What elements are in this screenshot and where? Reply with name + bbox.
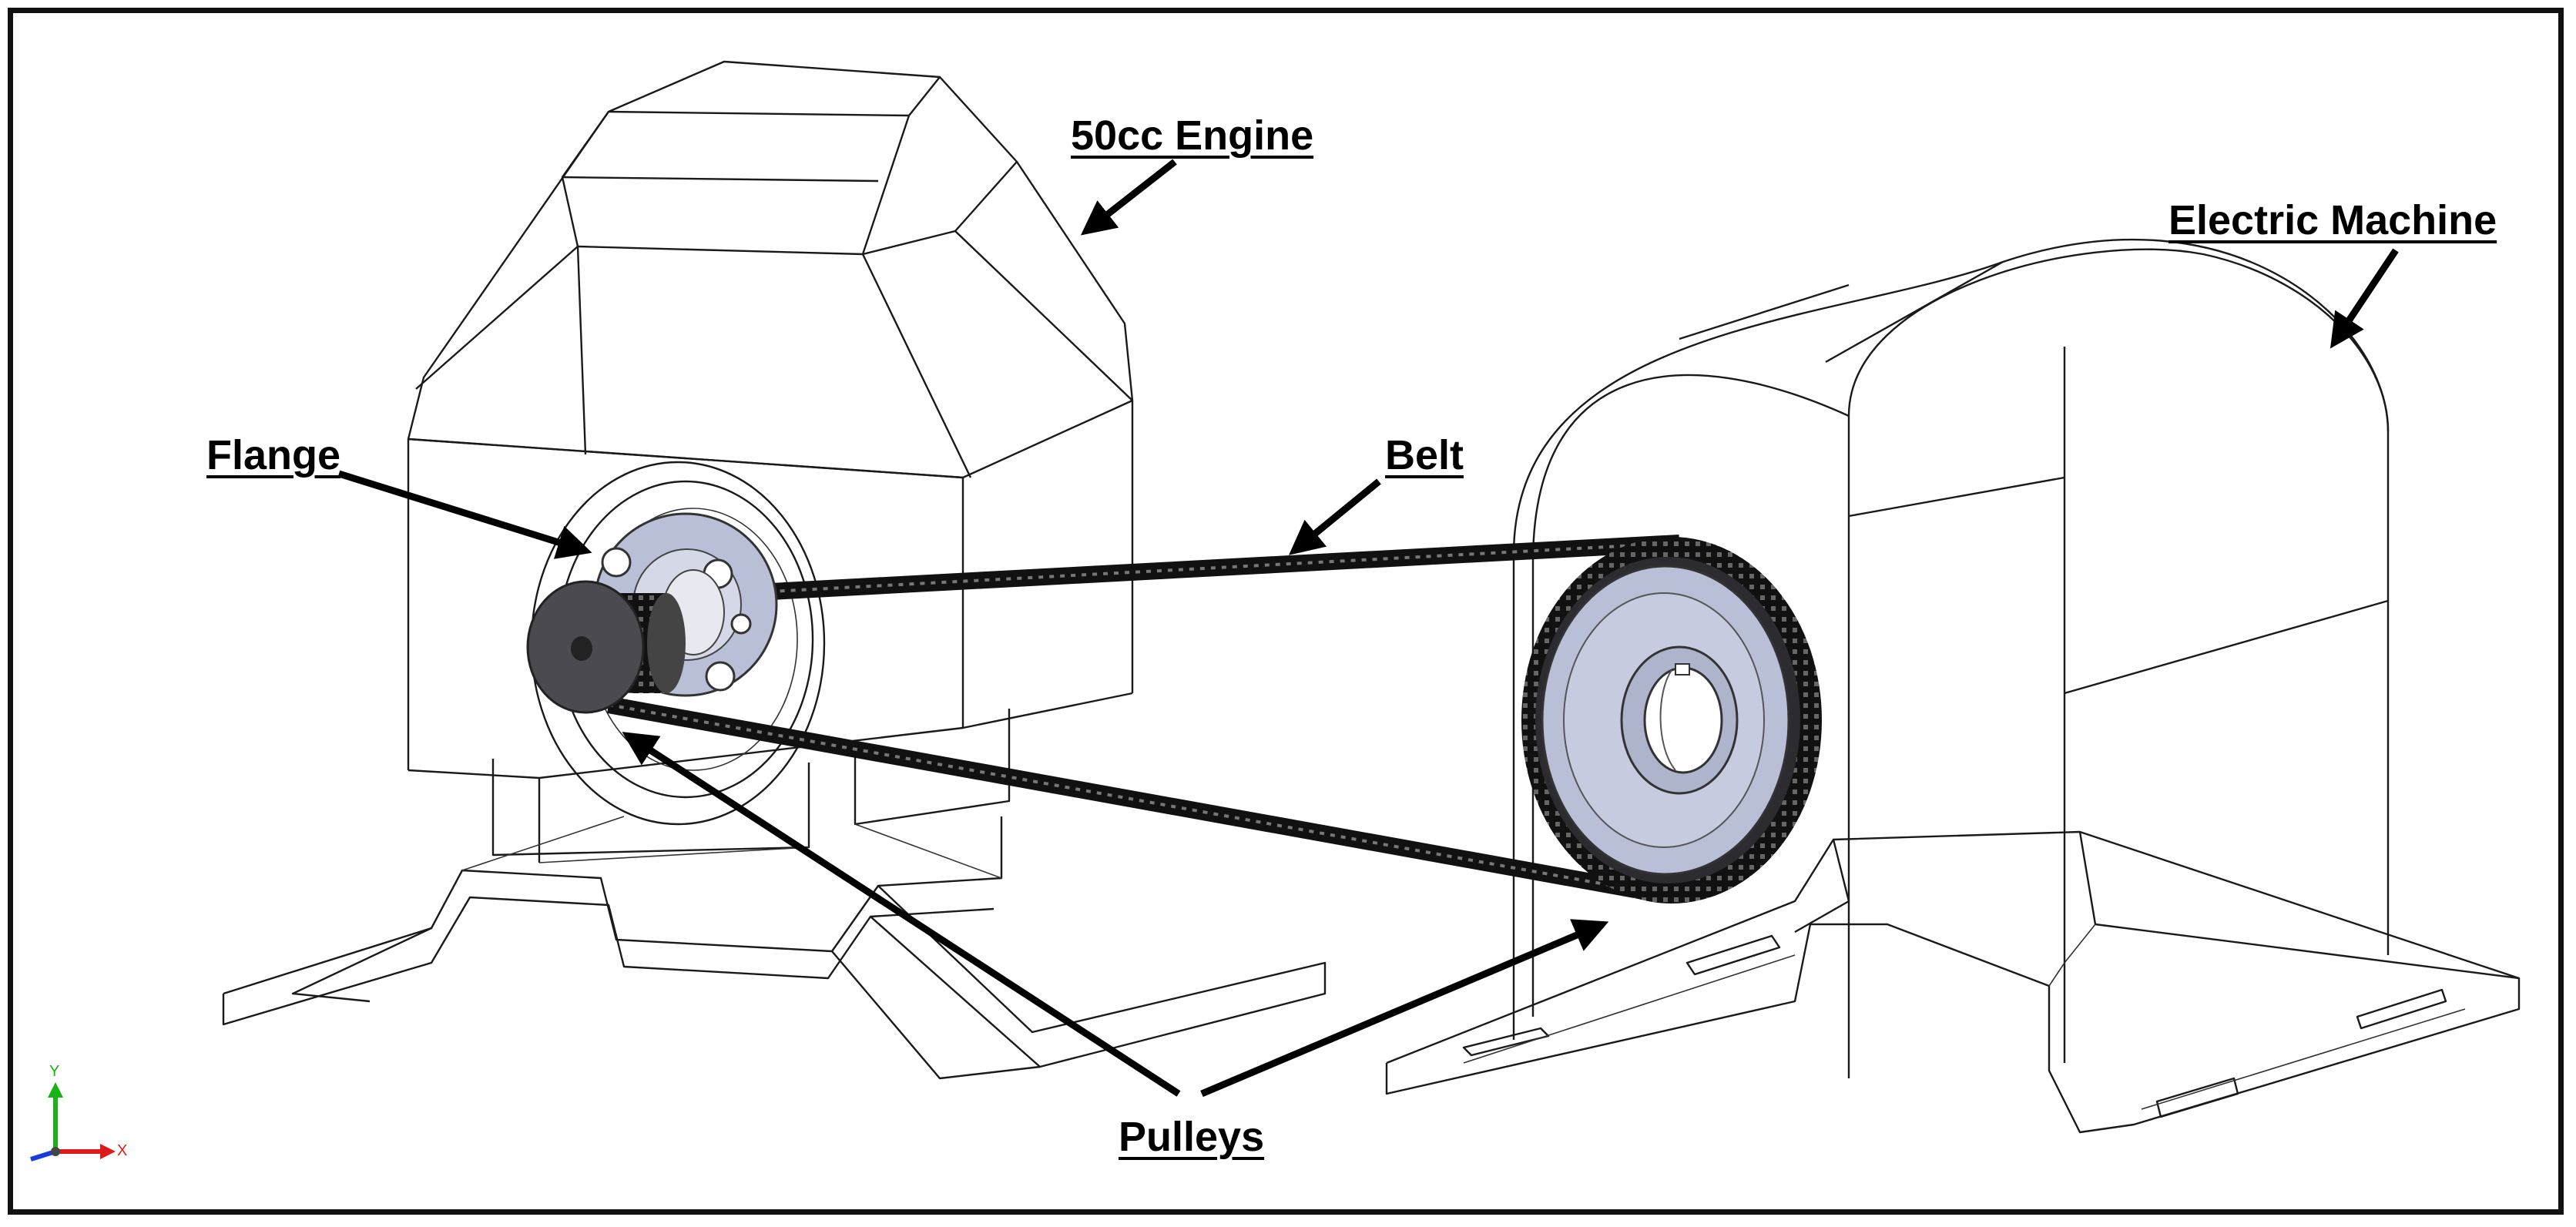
flange-label: Flange bbox=[206, 432, 341, 478]
axis-x-label: X bbox=[117, 1142, 128, 1159]
engine-label: 50cc Engine bbox=[1071, 112, 1314, 159]
pulleys-label: Pulleys bbox=[1119, 1114, 1265, 1160]
axis-y-label: Y bbox=[49, 1063, 60, 1080]
belt bbox=[596, 535, 1680, 902]
pulleys-arrow-right bbox=[1200, 919, 1609, 1098]
callout-arrows bbox=[337, 159, 2399, 1098]
flange-arrow bbox=[337, 470, 592, 559]
electric-machine-label: Electric Machine bbox=[2168, 197, 2497, 243]
electric-machine-arrow bbox=[2330, 248, 2399, 349]
large-pulley bbox=[1521, 537, 1822, 903]
axis-triad bbox=[30, 1082, 116, 1162]
diagram-border bbox=[8, 8, 2564, 1215]
engine-arrow bbox=[1080, 159, 1177, 236]
belt-arrow bbox=[1289, 478, 1381, 555]
belt-label: Belt bbox=[1385, 432, 1464, 478]
small-pulley bbox=[526, 580, 686, 714]
pulleys-arrow-left bbox=[622, 732, 1181, 1097]
